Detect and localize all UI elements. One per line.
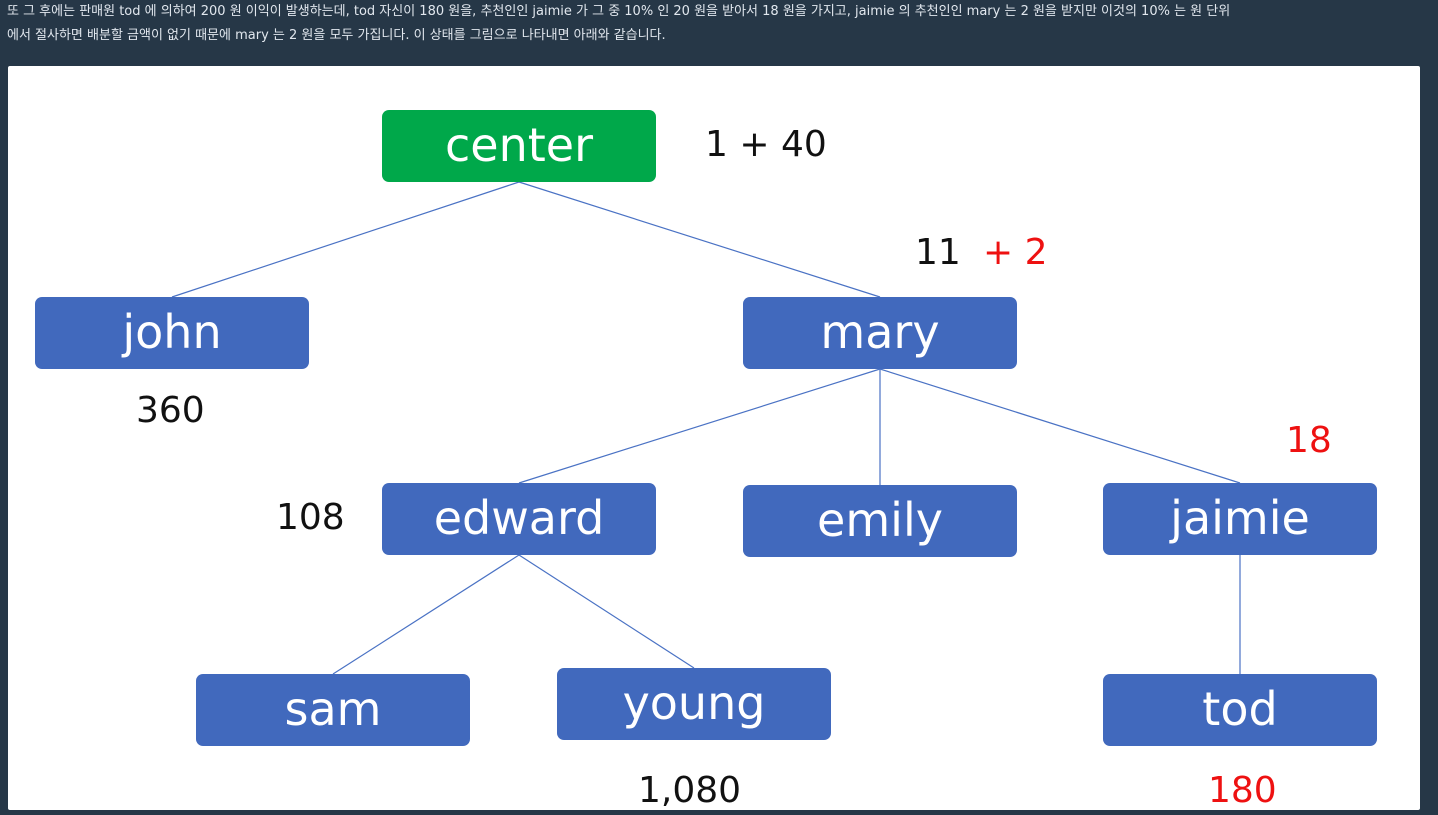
edge-edward-sam bbox=[332, 554, 520, 675]
description-line-2: 에서 절사하면 배분할 금액이 없기 때문에 mary 는 2 원을 모두 가집… bbox=[7, 28, 666, 43]
amount-edward: 108 bbox=[276, 497, 345, 538]
node-mary: mary bbox=[743, 297, 1017, 369]
edge-edward-young bbox=[518, 554, 695, 669]
node-sam: sam bbox=[196, 674, 470, 746]
tree-diagram: center john mary edward emily jaimie sam… bbox=[8, 66, 1420, 810]
node-mary-label: mary bbox=[820, 305, 940, 359]
node-john-label: john bbox=[122, 305, 222, 359]
edge-mary-edward bbox=[518, 368, 881, 484]
edge-layer bbox=[171, 181, 1241, 675]
edge-center-john bbox=[171, 181, 520, 298]
node-edward-label: edward bbox=[433, 491, 605, 545]
node-young-label: young bbox=[622, 676, 766, 730]
edge-center-mary bbox=[518, 181, 881, 298]
amount-mary-added: + 2 bbox=[983, 232, 1048, 273]
amount-center: 1 + 40 bbox=[705, 124, 827, 165]
node-tod-label: tod bbox=[1202, 682, 1278, 736]
node-center-label: center bbox=[445, 118, 593, 172]
node-emily-label: emily bbox=[817, 493, 943, 547]
description-text: 또 그 후에는 판매원 tod 에 의하여 200 원 이익이 발생하는데, t… bbox=[7, 0, 1438, 48]
node-sam-label: sam bbox=[284, 682, 382, 736]
edge-mary-jaimie bbox=[879, 368, 1241, 484]
amount-tod: 180 bbox=[1208, 770, 1277, 810]
node-jaimie-label: jaimie bbox=[1170, 491, 1310, 545]
amount-young: 1,080 bbox=[638, 770, 742, 810]
node-emily: emily bbox=[743, 485, 1017, 557]
amount-mary-base: 11 bbox=[915, 232, 961, 273]
amount-jaimie: 18 bbox=[1286, 420, 1332, 461]
node-jaimie: jaimie bbox=[1103, 483, 1377, 555]
node-tod: tod bbox=[1103, 674, 1377, 746]
amount-john: 360 bbox=[136, 390, 205, 431]
node-center: center bbox=[382, 110, 656, 182]
node-john: john bbox=[35, 297, 309, 369]
node-young: young bbox=[557, 668, 831, 740]
description-line-1: 또 그 후에는 판매원 tod 에 의하여 200 원 이익이 발생하는데, t… bbox=[7, 4, 1231, 19]
node-edward: edward bbox=[382, 483, 656, 555]
